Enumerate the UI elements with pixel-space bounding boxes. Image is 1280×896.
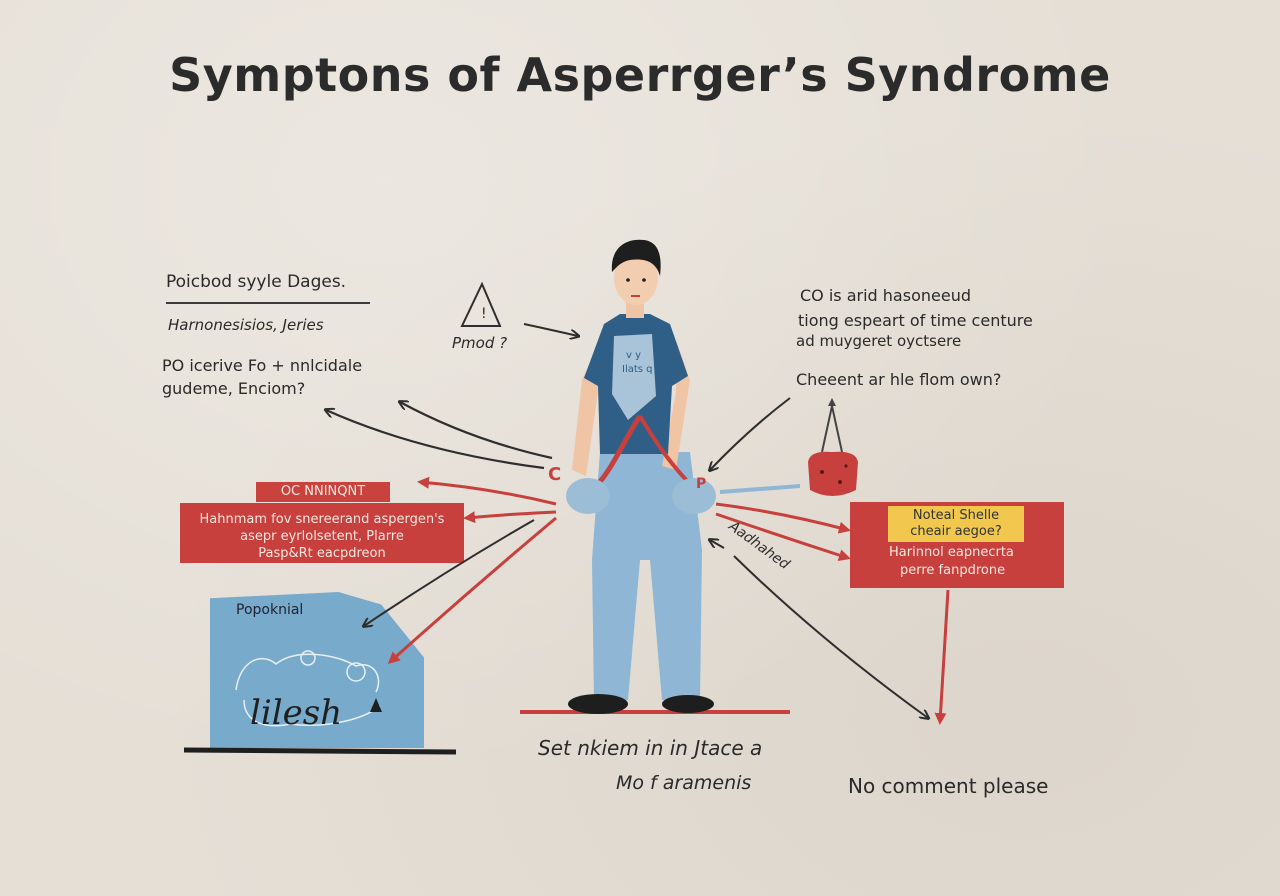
head [614, 251, 658, 305]
pants [592, 452, 702, 700]
hair [611, 239, 661, 276]
left-notes-line1: Harnonesisios, Jeries [168, 316, 324, 334]
left-banner-line2: asepr eyrlolsetent, Plarre [240, 529, 404, 544]
left-banner-line1: Hahnmam fov snereerand aspergen's [199, 512, 445, 527]
left-banner-line3: Pasp&Rt eacpdreon [258, 546, 386, 561]
right-yellow-label: Noteal Shelle cheair aegoe? [888, 506, 1024, 542]
bag-icon [808, 398, 858, 496]
eye-left [626, 278, 630, 282]
right-box-line1: Harinnol eapnecrta [889, 545, 1014, 560]
arrow-triangle-to-figure [523, 323, 578, 336]
right-notes-line2: tiong espeart of time centure [798, 311, 1033, 330]
diagonal-label: Aadhahed [725, 518, 793, 573]
bottom-center-line1: Set nkiem in in Jtace a [538, 736, 763, 760]
warning-triangle-mark: ! [481, 306, 487, 322]
hand-letter-right: P [696, 476, 706, 492]
hand-object-right [672, 478, 716, 514]
arrow-red-to-banner-mid [463, 510, 557, 524]
arrow-red-down-from-box [934, 589, 950, 725]
shirt-text-line2: Ilats q [622, 364, 653, 375]
right-box-line2: perre fanpdrone [900, 563, 1006, 578]
arrow-red-to-rightbox-1 [715, 502, 851, 534]
warning-triangle-icon: ! [460, 281, 502, 327]
card-scribble-drawing [235, 650, 382, 727]
blue-connector-line [719, 484, 801, 494]
triangle-note-label: Pmod ? [452, 334, 508, 352]
hand-letter-left: C [548, 464, 561, 485]
page-title: Symptons of Asperrger’s Syndrome [169, 48, 1111, 102]
arrow-rightnotes-to-hand [710, 397, 791, 470]
right-yellow-line1: Noteal Shelle [912, 508, 1000, 523]
right-notes-line3: ad muygeret oyctsere [796, 332, 962, 350]
left-notes-line2a: PO icerive Fo + nnlcidale [162, 356, 363, 375]
right-notes-line1: CO is arid hasoneeud [800, 286, 971, 305]
right-shoe [662, 695, 714, 713]
right-yellow-line2: cheair aegoe? [910, 524, 1002, 539]
arrow-diagonal-small [710, 540, 725, 549]
card-scribble-text: lilesh [250, 693, 342, 733]
arrow-curve-to-bottom-right [733, 555, 928, 718]
arrow-red-to-banner-top [417, 476, 557, 506]
left-notes-underline [166, 302, 370, 304]
arrow-red-to-card [387, 516, 557, 665]
card-base-line [183, 747, 457, 755]
eye-right [642, 278, 646, 282]
right-notes-line4: Cheeent ar hle flom own? [796, 370, 1002, 389]
arrow-hand-to-card-dark [364, 519, 535, 626]
arrow-hand-to-leftnotes-2 [400, 402, 553, 460]
person-figure: C P [520, 239, 790, 714]
shirt-text-line1: v y [626, 350, 641, 361]
shirt-graphic [612, 334, 656, 420]
left-shoe [568, 694, 628, 714]
left-banner: Hahnmam fov snereerand aspergen's asepr … [180, 503, 464, 563]
arrow-hand-to-leftnotes-1 [326, 410, 545, 470]
red-strap [594, 414, 643, 488]
hand-object-left [566, 478, 610, 514]
bottom-center-line2: Mo f aramenis [616, 772, 752, 794]
arrow-red-to-rightbox-2 [715, 512, 851, 561]
left-banner-tag: OC NNINQNT [256, 482, 390, 502]
blue-card [210, 592, 424, 748]
bottom-right-note: No comment please [848, 774, 1049, 798]
left-notes-line2b: gudeme, Enciom? [162, 379, 306, 398]
blue-card-label: Popoknial [236, 602, 304, 618]
left-notes-heading: Poicbod syyle Dages. [166, 272, 347, 292]
